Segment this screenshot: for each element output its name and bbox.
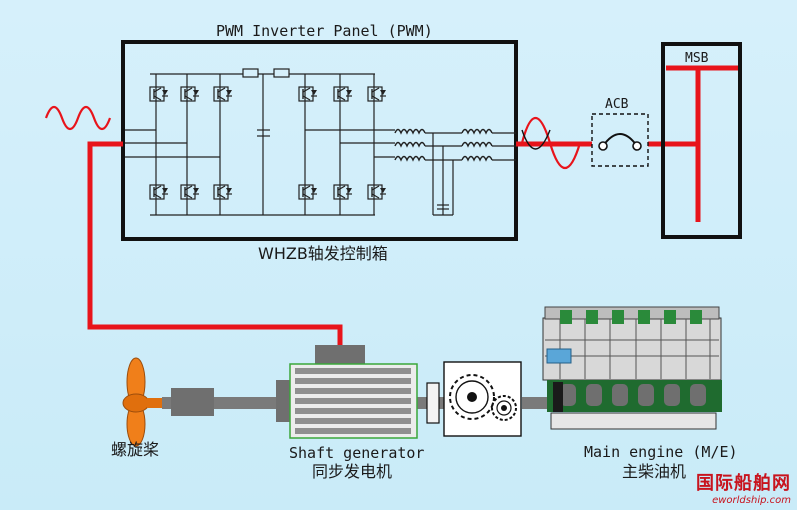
output-filter bbox=[394, 128, 516, 216]
main-engine-label: Main engine (M/E) bbox=[584, 443, 738, 461]
output-sine-wave-icon bbox=[520, 117, 582, 169]
control-box-label: WHZB轴发控制箱 bbox=[258, 244, 388, 263]
shaft-generator-cn-label: 同步发电机 bbox=[312, 462, 393, 481]
watermark-en: eworldship.com bbox=[712, 495, 791, 506]
watermark-cn: 国际船舶网 bbox=[696, 473, 791, 494]
watermark: 国际船舶网 eworldship.com bbox=[696, 469, 791, 506]
pwm-panel-label: PWM Inverter Panel (PWM) bbox=[216, 22, 433, 40]
acb-label: ACB bbox=[605, 97, 629, 112]
propeller bbox=[122, 357, 165, 447]
gearbox bbox=[443, 361, 522, 437]
input-sine-wave-icon bbox=[44, 105, 112, 131]
pwm-inverter-panel bbox=[121, 40, 518, 241]
coupling bbox=[426, 382, 440, 424]
shaft-generator-label: Shaft generator bbox=[289, 444, 425, 462]
shaft-generator bbox=[276, 345, 418, 439]
main-switchboard bbox=[661, 42, 742, 239]
main-engine bbox=[542, 306, 722, 430]
propeller-shaft bbox=[162, 388, 552, 416]
msb-label: MSB bbox=[685, 51, 709, 66]
dc-link bbox=[242, 68, 305, 216]
circuit-breaker-icon bbox=[591, 113, 649, 167]
main-engine-cn-label: 主柴油机 bbox=[622, 462, 687, 481]
propeller-label: 螺旋桨 bbox=[111, 440, 160, 459]
